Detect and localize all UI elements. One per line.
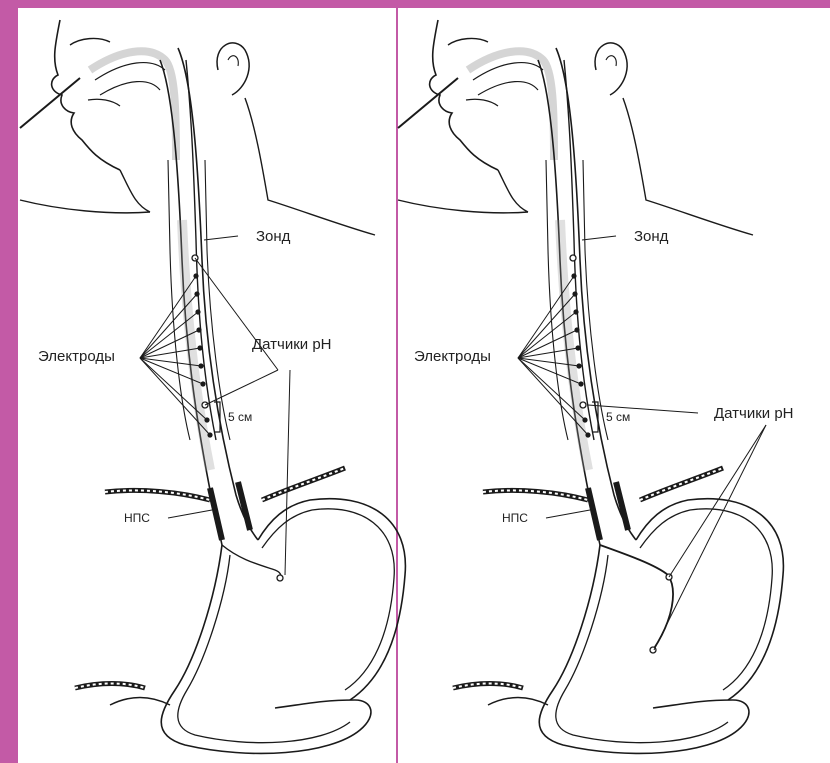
right-probe-label: Зонд — [634, 228, 668, 245]
right-ph-sensors-label: Датчики pH — [714, 405, 794, 422]
right-les-label: НПС — [502, 511, 528, 525]
right-distance-label: 5 см — [606, 410, 630, 424]
left-distance-label: 5 см — [228, 410, 252, 424]
left-electrodes-label: Электроды — [38, 348, 115, 365]
right-anatomy-drawing — [398, 20, 783, 753]
left-les-label: НПС — [124, 511, 150, 525]
right-electrodes-label: Электроды — [414, 348, 491, 365]
left-probe-label: Зонд — [256, 228, 290, 245]
left-anatomy-drawing — [20, 20, 405, 753]
left-ph-sensors-label: Датчики pH — [252, 336, 332, 353]
